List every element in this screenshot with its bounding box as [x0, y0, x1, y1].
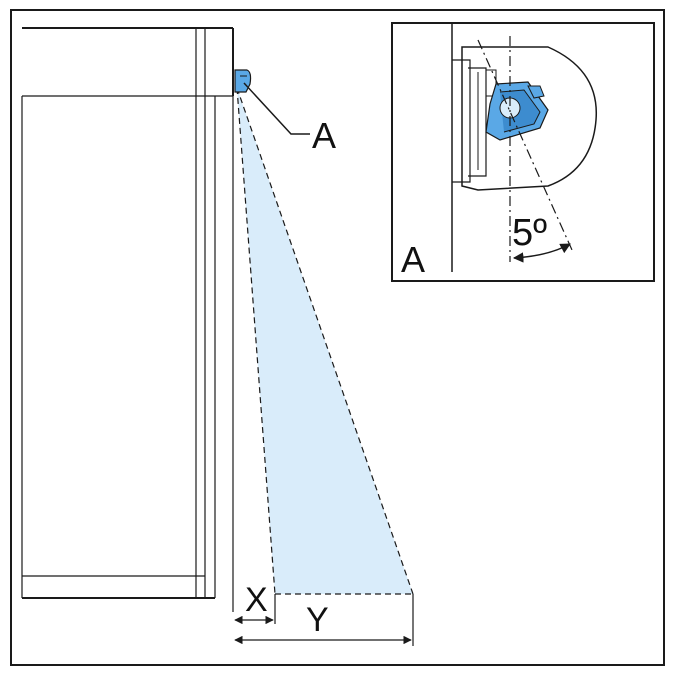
beam-outline [236, 87, 414, 595]
inset-label-a: A [401, 239, 425, 280]
dimension-lines [234, 594, 414, 646]
dimension-label-x: X [245, 581, 268, 619]
leader-line [243, 82, 310, 135]
callout-label-a: A [312, 115, 336, 156]
door-panel [21, 27, 234, 612]
inset-detail [391, 22, 655, 282]
dimension-label-y: Y [306, 601, 329, 639]
angle-label: 5º [512, 212, 547, 254]
